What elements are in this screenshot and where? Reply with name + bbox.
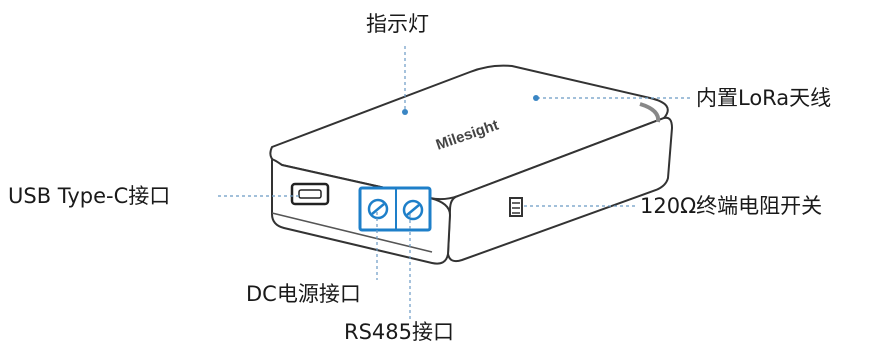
antenna-ridge bbox=[639, 102, 661, 123]
usb-label: USB Type-C接口 bbox=[8, 184, 171, 208]
indicator-label: 指示灯 bbox=[366, 12, 429, 36]
terminator-label: 120Ω终端电阻开关 bbox=[640, 194, 823, 218]
dc-label: DC电源接口 bbox=[246, 282, 361, 306]
rs485-label: RS485接口 bbox=[344, 320, 455, 344]
antenna-label: 内置LoRa天线 bbox=[696, 86, 832, 110]
antenna-dot bbox=[533, 95, 539, 101]
device-bottom-edge bbox=[271, 212, 433, 253]
leader-lines bbox=[218, 46, 690, 322]
device-right-face bbox=[446, 116, 674, 263]
indicator-dot bbox=[402, 109, 408, 115]
